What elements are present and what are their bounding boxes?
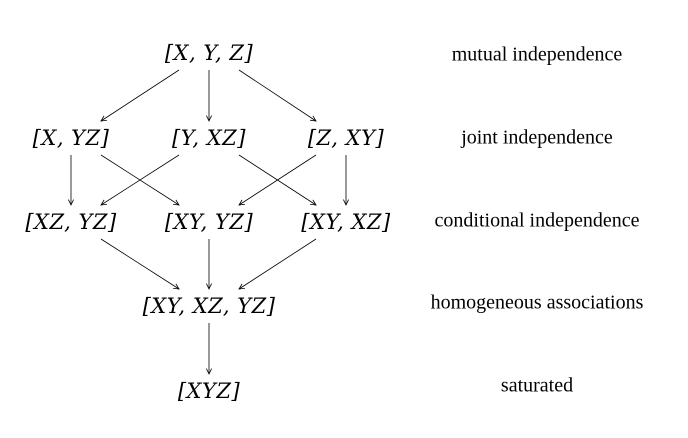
level-label-saturated: saturated [500, 374, 574, 397]
arrowhead-n_x_yz-to-n_xz_yz [68, 199, 74, 206]
arrowhead-n_z_xy-to-n_xy_xz [343, 199, 349, 206]
edge-n_xyz_mutual-to-n_z_xy [238, 69, 317, 122]
arrowhead-n_x_yz-to-n_xy_yz [172, 199, 180, 206]
node-xz-yz: [XZ, YZ] [25, 210, 117, 234]
node-xy-xz: [XY, XZ] [301, 210, 391, 234]
node-xy-xz-yz: [XY, XZ, YZ] [142, 294, 276, 318]
arrowhead-n_y_xz-to-n_xz_yz [100, 199, 108, 206]
arrowhead-n_y_xz-to-n_xy_xz [309, 199, 317, 206]
edge-n_xyz_mutual-to-n_x_yz [100, 69, 180, 122]
arrowhead-n_xy_xz_yz-to-n_xyz_sat [206, 368, 212, 375]
arrowhead-n_xz_yz-to-n_xy_xz_yz [172, 283, 180, 290]
node-xy-yz: [XY, YZ] [164, 210, 254, 234]
arrowhead-n_xyz_mutual-to-n_x_yz [100, 115, 108, 122]
level-label-conditional-independence: conditional independence [434, 209, 640, 232]
node-x-yz: [X, YZ] [32, 126, 110, 150]
level-label-homogeneous-associations: homogeneous associations [430, 291, 644, 314]
arrowhead-n_xy_xz-to-n_xy_xz_yz [238, 283, 246, 290]
arrowhead-n_xy_yz-to-n_xy_xz_yz [206, 283, 212, 290]
edge-n_z_xy-to-n_xy_yz [238, 154, 317, 206]
edge-n_xy_xz-to-n_xy_xz_yz [238, 238, 317, 290]
edge-n_y_xz-to-n_xz_yz [100, 154, 180, 206]
edge-n_xz_yz-to-n_xy_xz_yz [100, 238, 180, 290]
arrowhead-n_xyz_mutual-to-n_y_xz [206, 115, 212, 122]
node-y-xz: [Y, XZ] [172, 126, 246, 150]
level-label-mutual-independence: mutual independence [451, 43, 623, 66]
level-label-joint-independence: joint independence [461, 126, 613, 149]
arrowhead-n_z_xy-to-n_xy_yz [238, 199, 246, 206]
node-z-xy: [Z, XY] [307, 126, 385, 150]
node-x-y-z: [X, Y, Z] [164, 41, 254, 65]
node-xyz-saturated: [XYZ] [177, 379, 241, 403]
arrowhead-n_xyz_mutual-to-n_z_xy [310, 115, 317, 122]
